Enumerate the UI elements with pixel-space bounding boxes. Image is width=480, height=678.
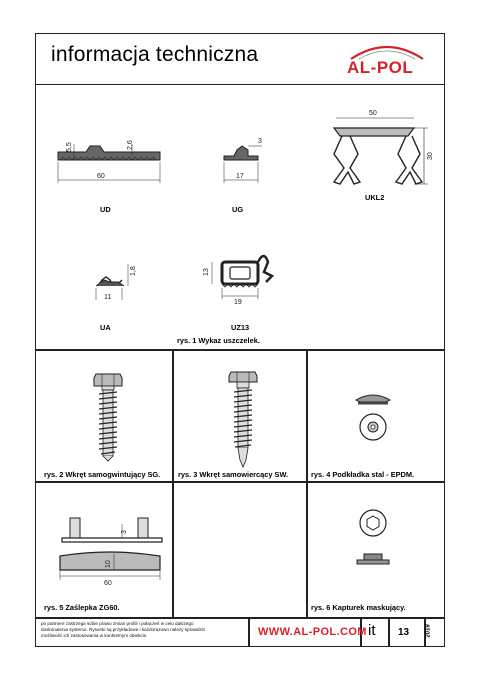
fig1-caption: rys. 1 Wykaz uszczelek. (177, 336, 260, 345)
ud-dim-h1: 5,5 (66, 142, 73, 152)
footer-year: 2019 (425, 624, 432, 638)
page-title: informacja techniczna (51, 43, 259, 66)
fig5-caption: rys. 5 Zaślepka ZG60. (44, 603, 120, 612)
footer-notice-3: możliwość ich zastosowania w konkretnym … (41, 633, 148, 638)
fig6-caption: rys. 6 Kapturek maskujący. (311, 603, 406, 612)
ukl2-dim-h: 30 (427, 152, 434, 160)
logo-text: AL-POL (347, 58, 414, 77)
ug-dim-h: 3 (258, 138, 262, 145)
divider-3 (35, 617, 445, 619)
col-divider-1 (172, 349, 174, 617)
divider-1 (35, 349, 445, 351)
screw-sw-drawing (228, 371, 258, 468)
profile-ud-drawing (57, 144, 161, 183)
footer-divider-3 (388, 617, 390, 647)
masking-cap-drawing (356, 509, 390, 565)
logo-arc-icon (350, 45, 424, 60)
zg60-dim-width: 60 (104, 580, 112, 587)
footer-page-number: 13 (398, 627, 410, 638)
label-ud: UD (100, 205, 111, 214)
ukl2-dim-width: 50 (369, 110, 377, 117)
uz13-dim-h: 13 (203, 268, 210, 276)
label-ukl2: UKL2 (365, 193, 385, 202)
zg60-dim-h: 10 (105, 560, 112, 568)
footer-divider-2 (360, 617, 362, 647)
footer-lang: it (368, 622, 376, 639)
ua-dim-h: 1,8 (130, 266, 137, 276)
footer-notice-2: doskonalenia systemu. Rysunki są przykła… (41, 627, 206, 632)
uz13-dim-width: 19 (234, 299, 242, 306)
label-uz13: UZ13 (231, 323, 250, 332)
ud-dim-width: 60 (97, 173, 105, 180)
end-cap-drawing: 3 10 60 (59, 517, 163, 587)
zg60-dim-small: 3 (121, 530, 128, 534)
fig3-caption: rys. 3 Wkręt samowiercący SW. (178, 470, 289, 479)
col-divider-2 (306, 349, 308, 617)
page-frame (35, 33, 445, 647)
fig2-caption: rys. 2 Wkręt samogwintujący SG. (44, 470, 161, 479)
fig4-caption: rys. 4 Podkładka stal - EPDM. (311, 470, 415, 479)
footer-divider-4 (424, 617, 426, 647)
profile-ug-drawing (223, 145, 262, 183)
washer-drawing (354, 394, 392, 441)
label-ug: UG (232, 205, 244, 214)
divider-2 (35, 481, 445, 483)
profile-ua-drawing (95, 264, 129, 300)
profile-ukl2-drawing (332, 117, 428, 185)
ud-dim-h2: 2,6 (127, 140, 134, 150)
screw-sg-drawing (93, 373, 123, 462)
profile-uz13-drawing (211, 254, 275, 299)
seal-profiles-drawing: 60 5,5 2,6 17 3 50 30 11 1,8 13 19 (57, 110, 434, 306)
ug-dim-width: 17 (236, 173, 244, 180)
label-ua: UA (100, 323, 111, 332)
brand-logo: AL-POL (345, 41, 429, 81)
footer-divider-1 (248, 617, 250, 647)
header: informacja techniczna AL-POL (35, 33, 445, 85)
ua-dim-width: 11 (104, 294, 111, 301)
footer-notice-1: po partnere zastrzega sobie prawo zmian … (41, 621, 194, 626)
footer-url-link[interactable]: WWW.AL-POL.COM (258, 626, 367, 638)
